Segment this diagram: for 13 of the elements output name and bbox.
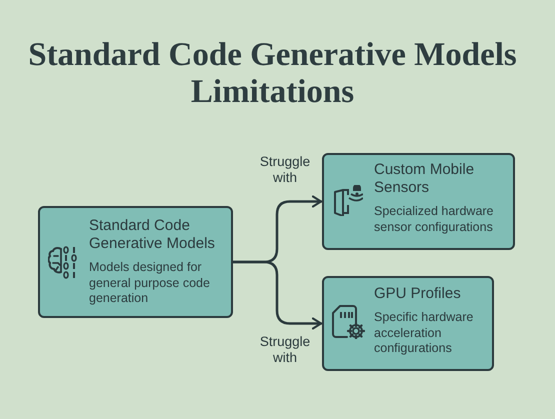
process-box [38,206,233,318]
process-box [322,276,494,371]
node-description: Specific hardware acceleration configurations [374,310,474,356]
node-title: Standard Code Generative Models [89,217,216,253]
node-description: Specialized hardware sensor configurations [374,204,495,235]
node-title: GPU Profiles [374,285,462,303]
edge-label: Struggle with [258,334,312,366]
arrow [232,260,322,330]
title: Standard Code Generative Models Limitations [27,37,518,111]
process-box [322,153,515,250]
node-description: Models designed for general purpose code generation [89,260,211,306]
node-title: Custom Mobile Sensors [374,161,476,197]
edge-label: Struggle with [258,154,312,186]
